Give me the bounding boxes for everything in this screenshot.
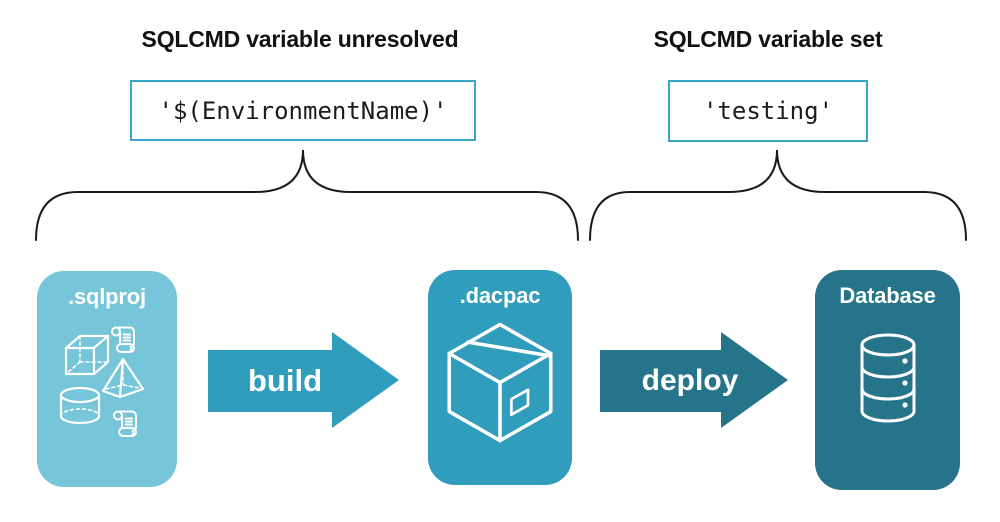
scroll-icon	[110, 326, 136, 354]
build-arrow	[208, 332, 399, 428]
scroll-icon	[112, 410, 138, 438]
value-box-set: 'testing'	[668, 80, 868, 142]
deploy-arrow	[600, 332, 788, 428]
stage-title: Database	[839, 283, 936, 308]
pyramid-icon	[101, 357, 145, 399]
stage-database: Database	[815, 270, 960, 490]
brace-left	[35, 149, 579, 241]
database-icon	[860, 333, 916, 423]
sqlcmd-variable-value: 'testing'	[702, 97, 834, 125]
value-box-unresolved: '$(EnvironmentName)'	[130, 80, 476, 141]
sqlcmd-variable-token: '$(EnvironmentName)'	[158, 96, 448, 125]
cylinder-icon	[59, 386, 101, 425]
stage-sqlproj: .sqlproj	[37, 271, 177, 487]
database-dots	[902, 358, 908, 408]
stage-title: .dacpac	[459, 283, 541, 308]
cube-icon	[64, 334, 110, 376]
braces	[35, 149, 967, 241]
brace-right	[589, 149, 967, 241]
build-arrow-label: build	[247, 363, 323, 398]
heading-sqlcmd-unresolved: SQLCMD variable unresolved	[141, 26, 459, 52]
sql-project-objects-icon	[59, 326, 145, 438]
stage-dacpac: .dacpac	[428, 270, 572, 485]
deploy-arrow-label: deploy	[641, 364, 739, 397]
stage-title: .sqlproj	[68, 284, 146, 309]
package-icon	[447, 322, 553, 443]
heading-sqlcmd-set: SQLCMD variable set	[653, 26, 883, 52]
